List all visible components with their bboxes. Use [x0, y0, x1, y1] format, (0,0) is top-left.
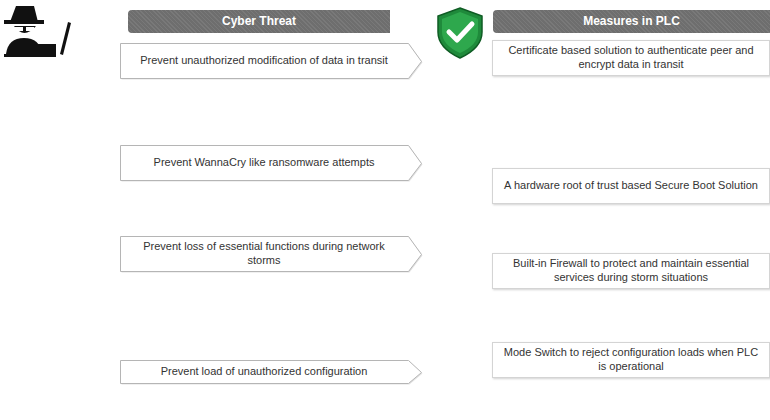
threat-chevron: Prevent unauthorized modification of dat… — [120, 43, 422, 79]
chevron-shape — [121, 237, 422, 272]
text-block: Built-in Firewall to protect and maintai… — [501, 257, 761, 285]
measure-box: Certificate based solution to authentica… — [492, 40, 770, 76]
text-block: Prevent loss of essential functions duri… — [128, 240, 400, 268]
text-block: Cyber Threat — [222, 14, 296, 29]
threat-chevron: Prevent load of unauthorized configurati… — [120, 360, 422, 384]
chevron-shadow — [122, 147, 423, 182]
node-text: Cyber Threat — [222, 14, 296, 29]
measure-box: A hardware root of trust based Secure Bo… — [492, 168, 770, 204]
hacker-icon — [4, 6, 71, 57]
node-text: Prevent loss of essential functions duri… — [128, 240, 400, 268]
measure-box: Mode Switch to reject configuration load… — [492, 342, 770, 378]
header-bar: Cyber Threat — [128, 10, 390, 33]
chevron-shape — [121, 361, 422, 384]
node-text: Built-in Firewall to protect and maintai… — [501, 257, 761, 285]
node-text: Prevent load of unauthorized configurati… — [161, 365, 368, 379]
threat-chevron: Prevent loss of essential functions duri… — [120, 236, 422, 272]
text-block: Prevent load of unauthorized configurati… — [161, 365, 368, 379]
chevron-shadow — [122, 238, 423, 273]
chevron-shape — [121, 146, 422, 181]
header-bar: Measures in PLC — [493, 10, 770, 33]
text-block: Measures in PLC — [583, 14, 680, 29]
text-block: Mode Switch to reject configuration load… — [501, 346, 761, 374]
node-text: Certificate based solution to authentica… — [501, 44, 761, 72]
chevron-shadow — [122, 362, 423, 385]
shield-icon — [438, 8, 482, 58]
node-text: Prevent WannaCry like ransomware attempt… — [154, 156, 375, 170]
node-text: Mode Switch to reject configuration load… — [501, 346, 761, 374]
chevron-shadow — [122, 45, 423, 80]
threat-chevron: Prevent WannaCry like ransomware attempt… — [120, 145, 422, 181]
text-block: A hardware root of trust based Secure Bo… — [504, 179, 758, 193]
measure-box: Built-in Firewall to protect and maintai… — [492, 253, 770, 289]
text-block: Prevent WannaCry like ransomware attempt… — [154, 156, 375, 170]
text-block: Prevent unauthorized modification of dat… — [140, 54, 388, 68]
node-text: Prevent unauthorized modification of dat… — [140, 54, 388, 68]
node-text: A hardware root of trust based Secure Bo… — [504, 179, 758, 193]
text-block: Certificate based solution to authentica… — [501, 44, 761, 72]
node-text: Measures in PLC — [583, 14, 680, 29]
chevron-shape — [121, 44, 422, 79]
